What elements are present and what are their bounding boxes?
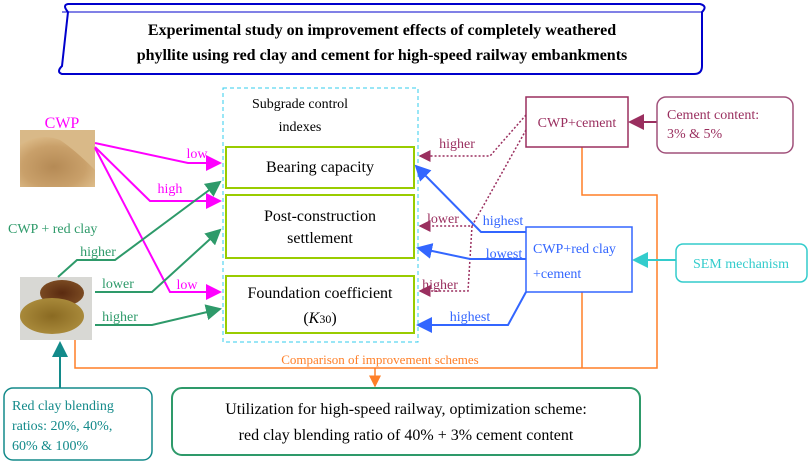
combo-line2: +cement — [533, 267, 581, 282]
indexes-group — [222, 87, 419, 343]
foundation-box — [225, 275, 415, 334]
combo-foundation-arrow — [416, 291, 527, 333]
cement-content-line2: 3% & 5% — [667, 127, 723, 142]
combo-bearing-arrow — [414, 164, 526, 233]
comparison-line — [74, 147, 658, 369]
bearing-capacity-box — [225, 146, 415, 189]
indexes-header-1: Subgrade control — [252, 97, 348, 112]
cement-settlement-arrow — [418, 129, 527, 232]
conclusion-line1: Utilization for high-speed railway, opti… — [225, 401, 587, 418]
bearing-capacity-label: Bearing capacity — [266, 159, 374, 176]
cwp-settlement-arrow — [94, 146, 222, 209]
cwp-cement-label: CWP+cement — [538, 116, 617, 131]
foundation-label-1: Foundation coefficient — [248, 285, 394, 302]
cwp-image — [20, 130, 95, 187]
foundation-label-2: (K30) — [303, 310, 336, 327]
combo-settlement-label: lowest — [486, 247, 523, 262]
cwp-foundation-label: low — [177, 278, 199, 293]
blending-line2: ratios: 20%, 40%, — [12, 419, 112, 434]
blending-line3: 60% & 100% — [12, 439, 89, 454]
indexes-header-2: indexes — [279, 120, 322, 135]
conclusion-box — [171, 387, 641, 456]
title-line1: Experimental study on improvement effect… — [148, 22, 616, 39]
combo-bearing-label: highest — [483, 214, 524, 229]
combo-foundation-label: highest — [450, 310, 491, 325]
cwp-bearing-arrow — [94, 142, 222, 171]
red-clay-foundation-arrow — [95, 304, 222, 326]
settlement-label-1: Post-construction — [264, 208, 376, 225]
combo-line1: CWP+red clay — [533, 242, 616, 257]
red-clay-bearing-label: higher — [80, 245, 116, 260]
cwp-red-clay-cement-box — [525, 226, 633, 293]
comparison-label: Comparison of improvement schemes — [281, 352, 479, 367]
conclusion-line2: red clay blending ratio of 40% + 3% ceme… — [239, 427, 574, 444]
title-line2: phyllite using red clay and cement for h… — [137, 47, 628, 64]
cement-settlement-label: lower — [427, 212, 459, 227]
blending-line1: Red clay blending — [12, 399, 114, 414]
settlement-box — [225, 194, 415, 259]
sem-label: SEM mechanism — [693, 257, 789, 272]
cwp-label: CWP — [45, 115, 80, 132]
cement-bearing-label: higher — [439, 137, 475, 152]
red-clay-image — [20, 277, 92, 340]
title-banner: Experimental study on improvement effect… — [58, 3, 706, 75]
cement-foundation-label: higher — [422, 278, 458, 293]
settlement-label-2: settlement — [287, 230, 353, 247]
red-clay-bearing-arrow — [57, 180, 222, 278]
cwp-red-clay-label: CWP + red clay — [8, 222, 97, 237]
cwp-bearing-label: low — [187, 147, 209, 162]
blending-box — [3, 387, 153, 461]
cwp-foundation-arrow — [94, 147, 222, 300]
red-clay-settlement-label: lower — [102, 277, 134, 292]
cement-content-box — [656, 96, 794, 154]
sem-box — [675, 243, 808, 283]
cement-content-line1: Cement content: — [667, 108, 759, 123]
cement-bearing-arrow — [418, 114, 527, 162]
red-clay-settlement-arrow — [95, 228, 222, 293]
cwp-settlement-label: high — [158, 182, 183, 197]
red-clay-foundation-label: higher — [102, 310, 138, 325]
combo-settlement-arrow — [416, 243, 526, 260]
cement-foundation-arrow — [418, 225, 473, 297]
